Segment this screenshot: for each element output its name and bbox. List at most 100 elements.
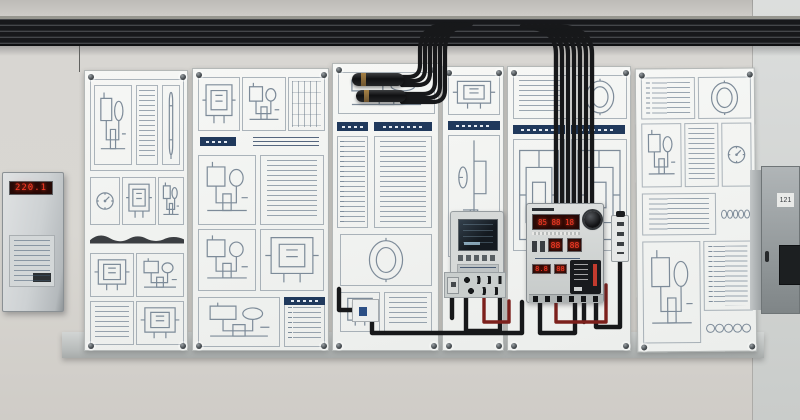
screw-icon	[431, 343, 437, 349]
panel-section-header	[513, 125, 565, 134]
wall-cabinet: 121	[750, 166, 800, 314]
sketch-motif	[201, 158, 253, 222]
meter-terminal-row[interactable]	[529, 294, 603, 303]
schematic-cell	[260, 229, 324, 291]
meter-black-panel	[570, 260, 601, 294]
schematic-cell	[719, 193, 752, 235]
thin-wire	[79, 46, 80, 72]
device-motif	[263, 232, 321, 288]
schematic-panel-2	[192, 68, 329, 351]
main-meter: 85 88 18 88 88 8.8 88	[526, 203, 604, 303]
cabinet-label: 121	[777, 193, 794, 207]
schematic-cell	[122, 177, 156, 225]
schematic-cell	[642, 241, 701, 344]
controller-buttons[interactable]	[458, 255, 498, 261]
schematic-cell	[698, 77, 751, 119]
aux-module	[447, 277, 459, 294]
schematic-cell	[162, 85, 180, 165]
cyl-motif	[165, 88, 177, 162]
gauge-motif	[93, 180, 117, 222]
screw-icon	[446, 70, 452, 76]
schematic-cell	[340, 234, 432, 286]
schematic-cell	[642, 193, 716, 236]
screw-icon	[623, 343, 629, 349]
terminal-block	[444, 272, 506, 298]
cable-gland-cylinder	[352, 73, 404, 86]
white-tag	[574, 287, 582, 291]
meter-buttons[interactable]	[532, 241, 545, 252]
lcd-screen	[458, 219, 498, 251]
cable-gland-cylinder	[356, 90, 406, 102]
schematic-cell	[90, 177, 120, 225]
rotary-knob-icon[interactable]	[584, 211, 601, 228]
sketch-motif	[245, 80, 283, 128]
schematic-cell	[198, 155, 256, 225]
cabinet-side	[750, 170, 761, 310]
panel-section-header	[284, 297, 325, 305]
screw-icon	[321, 343, 327, 349]
wave-motif	[90, 231, 184, 247]
schematic-cell	[374, 136, 432, 228]
sketch-motif	[97, 88, 129, 162]
socket-row-top[interactable]	[463, 276, 505, 284]
sketch-motif	[201, 300, 277, 344]
schematic-cell	[90, 253, 134, 297]
schematic-panel-6	[635, 67, 757, 352]
round-icon	[742, 323, 751, 332]
meter-scale-strip	[532, 232, 580, 235]
schematic-cell	[448, 75, 500, 115]
panel-section-header	[571, 125, 625, 134]
schematic-cell	[88, 229, 186, 249]
schematic-cell	[573, 75, 627, 119]
screw-icon	[336, 67, 342, 73]
circle-motif	[701, 80, 748, 116]
screw-icon	[336, 343, 342, 349]
screw-icon	[511, 343, 517, 349]
panel-section-header	[337, 122, 368, 131]
brass-band	[364, 90, 369, 102]
meter-led-low-left: 8.8	[532, 264, 551, 274]
gauge-motif	[724, 126, 749, 184]
schematic-cell	[384, 292, 432, 332]
schematic-cell	[641, 123, 682, 187]
screw-icon	[639, 72, 645, 78]
screw-icon	[88, 343, 94, 349]
device-motif	[93, 256, 131, 294]
socket-row-bottom[interactable]	[467, 287, 503, 295]
screw-icon	[196, 343, 202, 349]
schematic-cell	[136, 85, 158, 165]
schematic-cell	[703, 241, 753, 311]
screw-icon	[180, 74, 186, 80]
schematic-cell	[198, 77, 240, 131]
screw-icon	[511, 70, 517, 76]
junction-switch[interactable]	[359, 307, 367, 316]
brass-band	[361, 73, 366, 86]
screw-icon	[446, 343, 452, 349]
schematic-panel-3	[332, 63, 439, 351]
cable-tray	[0, 16, 800, 46]
lcd-controller	[450, 211, 504, 277]
probe-contacts	[617, 222, 624, 254]
probe-cap	[616, 211, 625, 217]
panel-section-header	[374, 122, 432, 131]
cabinet-front: 121	[761, 166, 800, 314]
schematic-cell	[249, 135, 323, 149]
wall-top-band	[0, 0, 800, 16]
screw-icon	[749, 343, 755, 349]
junction-box	[352, 299, 379, 322]
schematic-cell	[136, 253, 184, 297]
schematic-cell	[94, 85, 132, 165]
schematic-cell	[641, 77, 695, 119]
schematic-cell	[136, 301, 184, 345]
voltage-stabilizer: 220.1	[2, 172, 64, 312]
rail-shadow	[0, 46, 800, 56]
sketch-motif	[644, 126, 679, 184]
cabinet-handle[interactable]	[765, 251, 769, 262]
meter-brand-text	[532, 208, 554, 211]
screw-icon	[496, 70, 502, 76]
panel-markings	[574, 264, 588, 282]
schematic-cell	[513, 75, 567, 119]
device-motif	[139, 304, 181, 342]
schematic-cell	[198, 297, 280, 347]
